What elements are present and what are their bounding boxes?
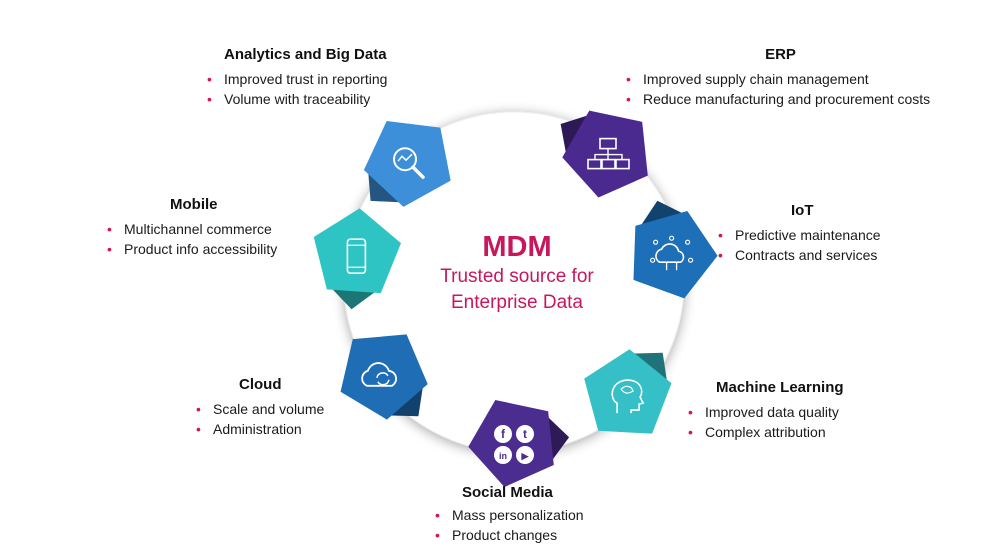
segment-pentagon bbox=[363, 120, 451, 207]
brain-head-icon bbox=[611, 379, 645, 414]
list-item: Multichannel commerce bbox=[104, 219, 277, 239]
social-title: Social Media bbox=[462, 484, 553, 501]
segment-pentagon bbox=[468, 399, 554, 487]
magnifier-chart-icon bbox=[393, 147, 425, 179]
iot-list: Predictive maintenance Contracts and ser… bbox=[715, 225, 881, 265]
list-item: Improved supply chain management bbox=[623, 69, 968, 89]
ml-block: Machine Learning Improved data quality C… bbox=[685, 379, 844, 442]
list-item: Complex attribution bbox=[685, 422, 844, 442]
segment-pentagon bbox=[584, 349, 672, 434]
center-subtitle-line1: Trusted source for bbox=[440, 266, 594, 287]
segment-iot bbox=[633, 200, 718, 299]
erp-block: ERP Improved supply chain management Red… bbox=[623, 46, 968, 109]
segment-pentagon bbox=[633, 211, 718, 299]
segment-pentagon bbox=[340, 334, 428, 420]
svg-text:t: t bbox=[523, 427, 527, 441]
mobile-title: Mobile bbox=[170, 196, 218, 213]
ribbon-fold bbox=[332, 288, 380, 310]
list-item: Scale and volume bbox=[193, 399, 324, 419]
iot-title: IoT bbox=[791, 202, 814, 219]
list-item: Improved trust in reporting bbox=[204, 69, 387, 89]
list-item: Predictive maintenance bbox=[715, 225, 881, 245]
mobile-block: Mobile Multichannel commerce Product inf… bbox=[104, 196, 277, 259]
svg-text:in: in bbox=[499, 451, 507, 461]
list-item: Product changes bbox=[432, 525, 584, 545]
cloud-block: Cloud Scale and volume Administration bbox=[193, 376, 324, 439]
cloud-circuit-icon bbox=[649, 235, 694, 271]
social-list: Mass personalization Product changes bbox=[432, 505, 584, 545]
social-block: Social Media Mass personalization Produc… bbox=[432, 484, 584, 545]
segment-erp bbox=[560, 110, 648, 198]
list-item: Reduce manufacturing and procurement cos… bbox=[623, 89, 968, 109]
erp-list: Improved supply chain management Reduce … bbox=[623, 69, 968, 109]
list-item: Mass personalization bbox=[432, 505, 584, 525]
ribbon-fold bbox=[543, 413, 570, 460]
segment-analytics bbox=[363, 120, 451, 207]
mobile-list: Multichannel commerce Product info acces… bbox=[104, 219, 277, 259]
analytics-title: Analytics and Big Data bbox=[224, 46, 387, 63]
segment-cloud bbox=[340, 334, 428, 420]
erp-title: ERP bbox=[765, 46, 796, 63]
svg-text:▶: ▶ bbox=[521, 451, 530, 461]
iot-block: IoT Predictive maintenance Contracts and… bbox=[715, 202, 881, 265]
social-logos-icon: f t in ▶ bbox=[494, 425, 534, 464]
segment-pentagon bbox=[313, 208, 402, 294]
segment-mobile bbox=[313, 208, 402, 310]
segment-social: f t in ▶ bbox=[468, 399, 570, 487]
analytics-list: Improved trust in reporting Volume with … bbox=[204, 69, 387, 109]
cloud-list: Scale and volume Administration bbox=[193, 399, 324, 439]
center-label: MDM Trusted source for Enterprise Data bbox=[412, 230, 622, 316]
network-computers-icon bbox=[587, 137, 630, 170]
center-subtitle-line2: Enterprise Data bbox=[450, 292, 583, 313]
segment-ml bbox=[584, 349, 672, 434]
list-item: Administration bbox=[193, 419, 324, 439]
cloud-sync-icon bbox=[361, 362, 397, 387]
list-item: Improved data quality bbox=[685, 402, 844, 422]
list-item: Contracts and services bbox=[715, 245, 881, 265]
mobile-phone-icon bbox=[346, 238, 367, 274]
center-title: MDM bbox=[482, 231, 552, 263]
list-item: Volume with traceability bbox=[204, 89, 387, 109]
ml-title: Machine Learning bbox=[716, 379, 844, 396]
ml-list: Improved data quality Complex attributio… bbox=[685, 402, 844, 442]
list-item: Product info accessibility bbox=[104, 239, 277, 259]
svg-text:f: f bbox=[501, 427, 506, 441]
cloud-title: Cloud bbox=[239, 376, 282, 393]
analytics-block: Analytics and Big Data Improved trust in… bbox=[204, 46, 387, 109]
